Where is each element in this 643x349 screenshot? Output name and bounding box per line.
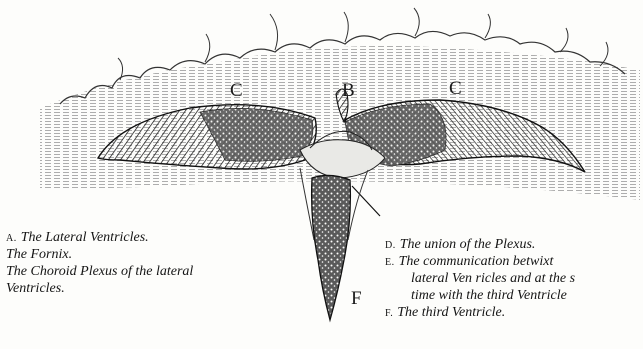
legend-e: E. The communication betwixt xyxy=(385,253,553,271)
label-c-right: C xyxy=(449,78,462,100)
legend-c-text-line1: The Choroid Plexus of the lateral xyxy=(6,263,193,280)
label-f: F xyxy=(351,288,362,310)
legend-f-letter: F. xyxy=(385,308,393,319)
legend-e-letter: E. xyxy=(385,257,395,268)
legend-a: A. The Lateral Ventricles. xyxy=(6,229,149,247)
legend-a-letter: A. xyxy=(6,233,17,244)
legend-d-letter: D. xyxy=(385,240,396,251)
third-ventricle xyxy=(312,175,351,320)
legend-e-text-line3: time with the third Ventricle xyxy=(411,287,567,304)
label-b: B xyxy=(342,80,355,102)
legend-b-text: The Fornix. xyxy=(6,246,72,263)
legend-c-text-line2: Ventricles. xyxy=(6,280,65,297)
label-c-left: C xyxy=(230,80,243,102)
legend-f-text: The third Ventricle. xyxy=(397,305,505,320)
legend-a-text: The Lateral Ventricles. xyxy=(21,230,149,245)
legend-e-text-line2: lateral Ven ricles and at the s xyxy=(411,270,575,287)
legend-d-text: The union of the Plexus. xyxy=(400,237,536,252)
legend-d: D. The union of the Plexus. xyxy=(385,236,535,254)
legend-f: F. The third Ventricle. xyxy=(385,304,505,322)
legend-e-text-line1: The communication betwixt xyxy=(399,254,554,269)
